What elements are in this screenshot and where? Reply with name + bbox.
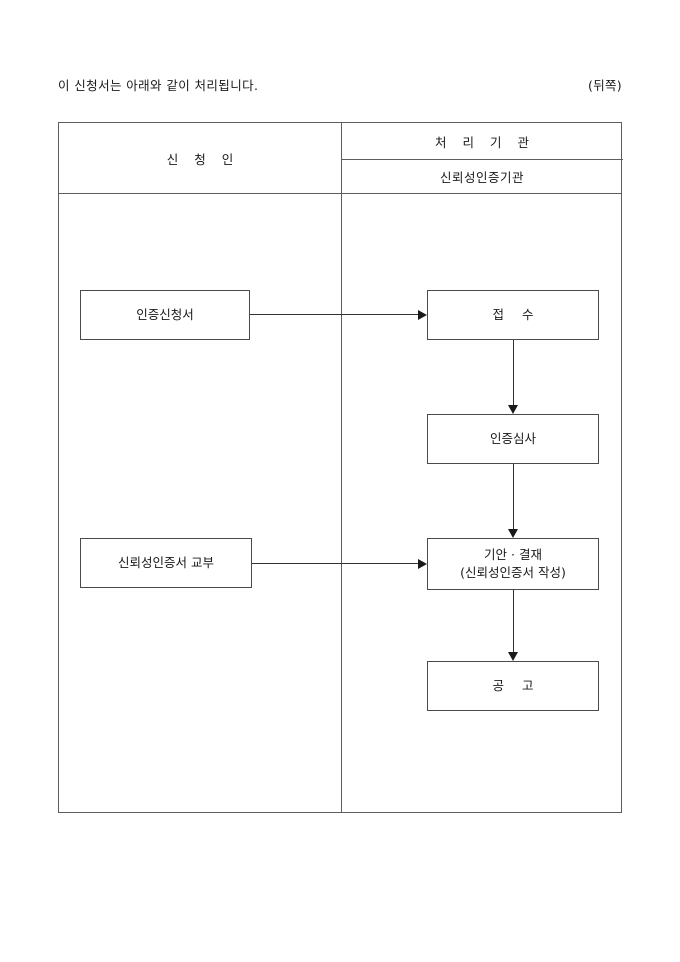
connector-receipt-to-review-arrowhead-icon bbox=[508, 405, 518, 414]
header-agency-sub: 신뢰성인증기관 bbox=[439, 169, 524, 185]
connector-apply-to-receipt-line bbox=[250, 314, 419, 315]
flow-node-issue-label: 신뢰성인증서 교부 bbox=[118, 554, 214, 570]
header-bottom-border bbox=[59, 193, 621, 194]
flow-node-draft-sublabel: (신뢰성인증서 작성) bbox=[460, 565, 566, 580]
flow-node-notice-label: 공 고 bbox=[492, 677, 541, 693]
column-divider bbox=[341, 123, 342, 812]
connector-review-to-draft-arrowhead-icon bbox=[508, 529, 518, 538]
flow-node-issue: 신뢰성인증서 교부 bbox=[80, 538, 252, 588]
flow-node-notice: 공 고 bbox=[427, 661, 599, 711]
connector-issue-to-draft-line bbox=[252, 563, 419, 564]
flow-node-receipt: 접 수 bbox=[427, 290, 599, 340]
connector-issue-to-draft-arrowhead-icon bbox=[418, 559, 427, 569]
flow-node-review: 인증심사 bbox=[427, 414, 599, 464]
flow-node-review-label: 인증심사 bbox=[489, 430, 536, 446]
process-flow-table: 신 청 인 처 리 기 관 신뢰성인증기관 bbox=[58, 122, 623, 813]
connector-apply-to-receipt-arrowhead-icon bbox=[418, 310, 427, 320]
flow-node-receipt-label: 접 수 bbox=[492, 306, 541, 322]
flow-node-draft-label: 기안 · 결재 bbox=[484, 546, 542, 562]
header-applicant: 신 청 인 bbox=[166, 151, 240, 167]
connector-draft-to-notice-line bbox=[513, 590, 514, 652]
flow-node-apply-label: 인증신청서 bbox=[136, 306, 194, 322]
header-agency: 처 리 기 관 bbox=[435, 134, 535, 150]
processing-note: 이 신청서는 아래와 같이 처리됩니다. bbox=[58, 77, 259, 93]
connector-draft-to-notice-arrowhead-icon bbox=[508, 652, 518, 661]
connector-receipt-to-review-line bbox=[513, 340, 514, 405]
page-header: 이 신청서는 아래와 같이 처리됩니다. (뒤쪽) bbox=[58, 74, 622, 94]
flow-node-draft: 기안 · 결재 (신뢰성인증서 작성) bbox=[427, 538, 599, 590]
connector-review-to-draft-line bbox=[513, 464, 514, 529]
agency-header-divider bbox=[341, 159, 623, 160]
flow-node-apply: 인증신청서 bbox=[80, 290, 250, 340]
page-side-label: (뒤쪽) bbox=[588, 77, 622, 93]
